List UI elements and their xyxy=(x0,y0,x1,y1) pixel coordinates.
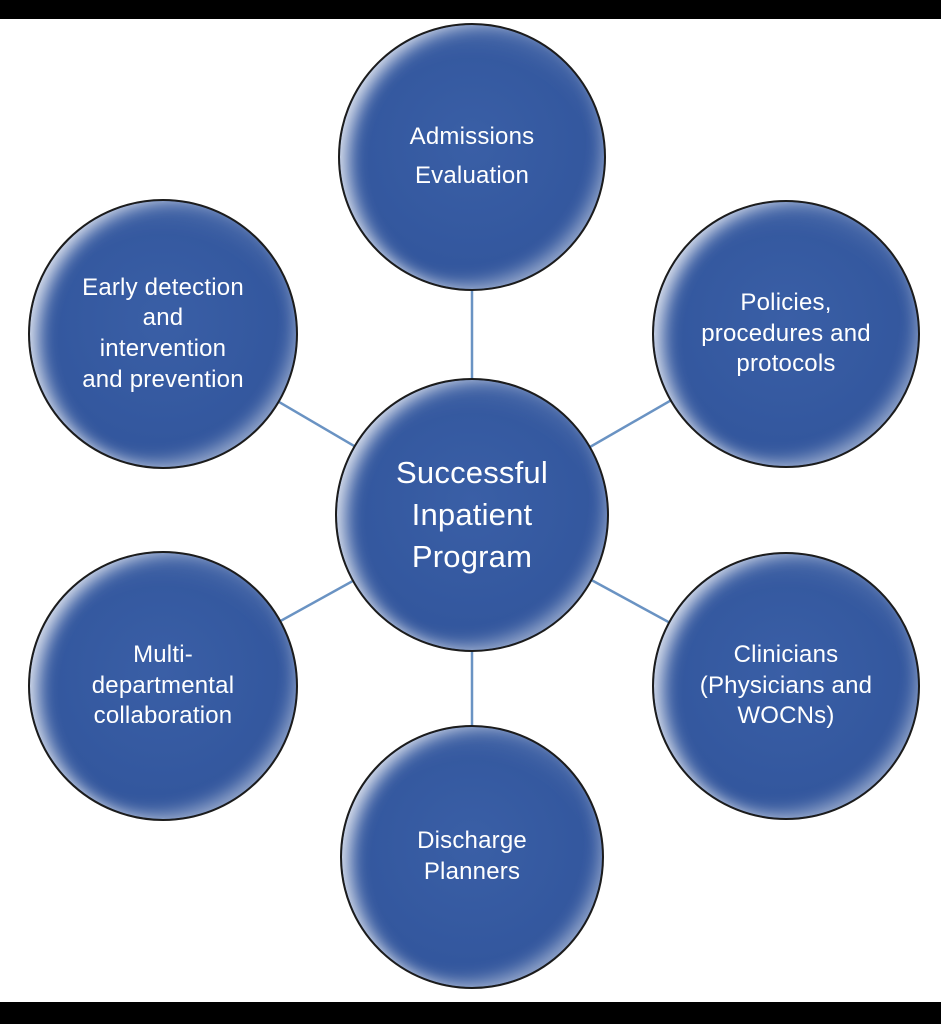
node-clinicians-physicians-wocns-label: Clinicians (Physicians and WOCNs) xyxy=(699,640,873,730)
node-early-detection-intervention: Early detection and intervention and pre… xyxy=(28,199,298,469)
letterbox-top-bar xyxy=(0,0,941,19)
node-discharge-planners-label: Discharge Planners xyxy=(417,827,527,885)
node-discharge-planners: Discharge Planners xyxy=(340,725,604,989)
node-admissions-evaluation: Admissions Evaluation xyxy=(338,23,606,291)
node-multi-departmental-collaboration: Multi- departmental collaboration xyxy=(28,551,298,821)
node-admissions-evaluation-label: Admissions Evaluation xyxy=(409,123,535,189)
node-clinicians-physicians-wocns: Clinicians (Physicians and WOCNs) xyxy=(652,552,920,820)
node-policies-procedures-protocols: Policies, procedures and protocols xyxy=(652,200,920,468)
letterbox-bottom-bar xyxy=(0,1002,941,1024)
node-policies-procedures-protocols-label: Policies, procedures and protocols xyxy=(701,288,871,378)
node-multi-departmental-collaboration-label: Multi- departmental collaboration xyxy=(91,640,235,730)
node-hub-successful-inpatient-program: Successful Inpatient Program xyxy=(335,378,609,652)
node-early-detection-intervention-label: Early detection and intervention and pre… xyxy=(82,273,244,393)
node-hub-label: Successful Inpatient Program xyxy=(396,455,548,574)
